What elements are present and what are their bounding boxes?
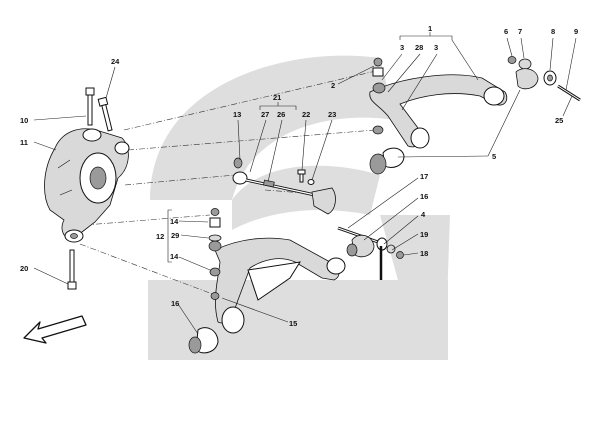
watermark-upper-swoosh: [150, 55, 395, 200]
callout-20: 20: [20, 264, 28, 273]
callout-21: 21: [273, 93, 281, 102]
lower-wishbone: [188, 208, 346, 354]
callout-3-a: 3: [400, 43, 404, 52]
upper-wishbone: [369, 57, 508, 175]
hub-carrier: [44, 128, 130, 243]
alignment-lines: [79, 69, 381, 296]
callout-22: 22: [302, 110, 310, 119]
bolt-20: [67, 249, 77, 290]
callout-9: 9: [574, 27, 578, 36]
callout-28: 28: [415, 43, 423, 52]
callout-11: 11: [20, 138, 28, 147]
balljoint-parts: [208, 234, 222, 242]
callout-15: 15: [289, 319, 297, 328]
front-direction-arrow-icon: [23, 315, 87, 344]
callout-10: 10: [20, 116, 28, 125]
callout-24: 24: [111, 57, 120, 66]
callout-16-b: 16: [171, 299, 179, 308]
callout-4: 4: [421, 210, 426, 219]
upper-mount-parts: [507, 56, 581, 102]
callout-3-b: 3: [434, 43, 438, 52]
callout-19: 19: [420, 230, 428, 239]
callout-labels: 1 2 3 28 3 6 7 8 9 25 5 24 10 11 21 13 2…: [20, 24, 578, 328]
callout-17: 17: [420, 172, 428, 181]
callout-8: 8: [551, 27, 555, 36]
callout-13: 13: [233, 110, 241, 119]
callout-14-a: 14: [170, 217, 179, 226]
callout-26: 26: [277, 110, 285, 119]
track-rod: [232, 157, 336, 215]
leader-lines: [33, 32, 577, 335]
callout-25: 25: [555, 116, 563, 125]
callout-5: 5: [492, 152, 496, 161]
callout-1: 1: [428, 24, 432, 33]
watermark-logo: [148, 55, 450, 360]
callout-14-b: 14: [170, 252, 179, 261]
watermark-right-stroke: [380, 215, 450, 360]
watermark-middle-band: [232, 165, 380, 230]
callout-16-a: 16: [420, 192, 428, 201]
callout-6: 6: [504, 27, 508, 36]
callout-2: 2: [331, 81, 335, 90]
bolt-24: [97, 96, 113, 132]
callout-23: 23: [328, 110, 336, 119]
callout-29: 29: [171, 231, 179, 240]
callout-7: 7: [518, 27, 522, 36]
bolt-10: [85, 87, 95, 126]
callout-27: 27: [261, 110, 269, 119]
lower-rear-mount-parts: [337, 226, 404, 280]
callout-18: 18: [420, 249, 428, 258]
callout-12: 12: [156, 232, 164, 241]
